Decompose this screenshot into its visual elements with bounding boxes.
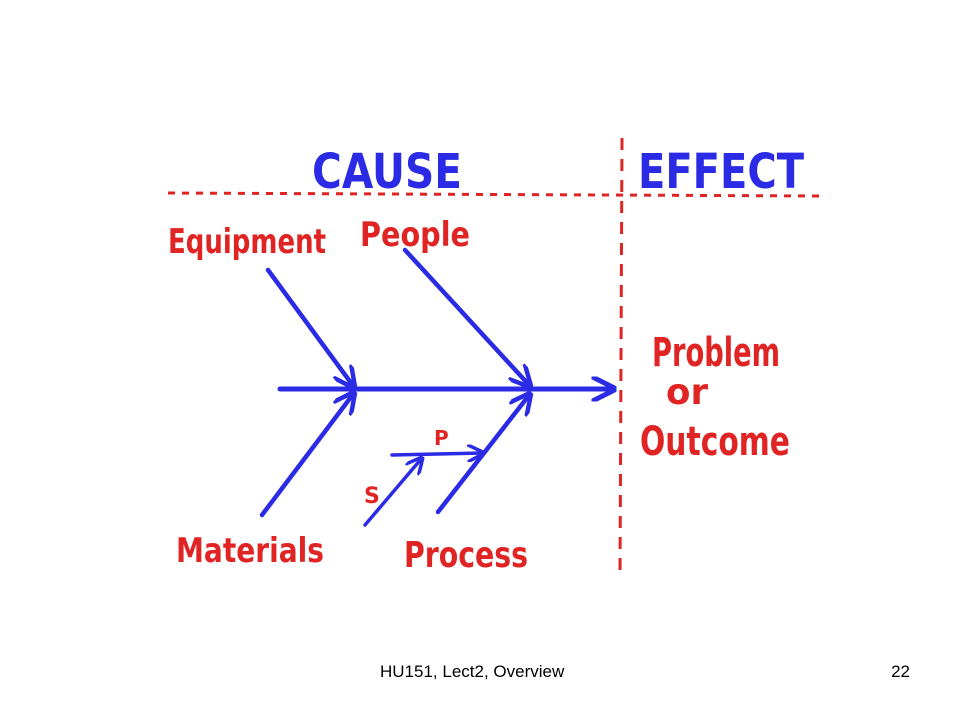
equipment-bone (265, 267, 354, 387)
materials-label: Materials (176, 531, 324, 571)
page-number: 22 (891, 662, 910, 681)
effect-heading: EFFECT (638, 144, 804, 200)
vertical-divider (618, 137, 624, 577)
sub-cause-p-label: P (434, 426, 449, 450)
effect-line-problem: Problem (652, 330, 780, 376)
effect-line-or: or (666, 372, 708, 413)
sub-cause-s-label: S (364, 484, 380, 509)
people-label: People (360, 215, 470, 255)
horizontal-divider (167, 191, 823, 198)
sub-cause-p-arrow (390, 453, 483, 455)
people-bone (402, 247, 530, 386)
equipment-label: Equipment (168, 222, 326, 262)
footer-text: HU151, Lect2, Overview (380, 662, 565, 681)
effect-line-outcome: Outcome (640, 419, 790, 465)
materials-bone (259, 393, 354, 518)
process-label: Process (404, 535, 528, 576)
cause-heading: CAUSE (312, 144, 462, 200)
sub-cause-s-arrow (363, 458, 422, 527)
